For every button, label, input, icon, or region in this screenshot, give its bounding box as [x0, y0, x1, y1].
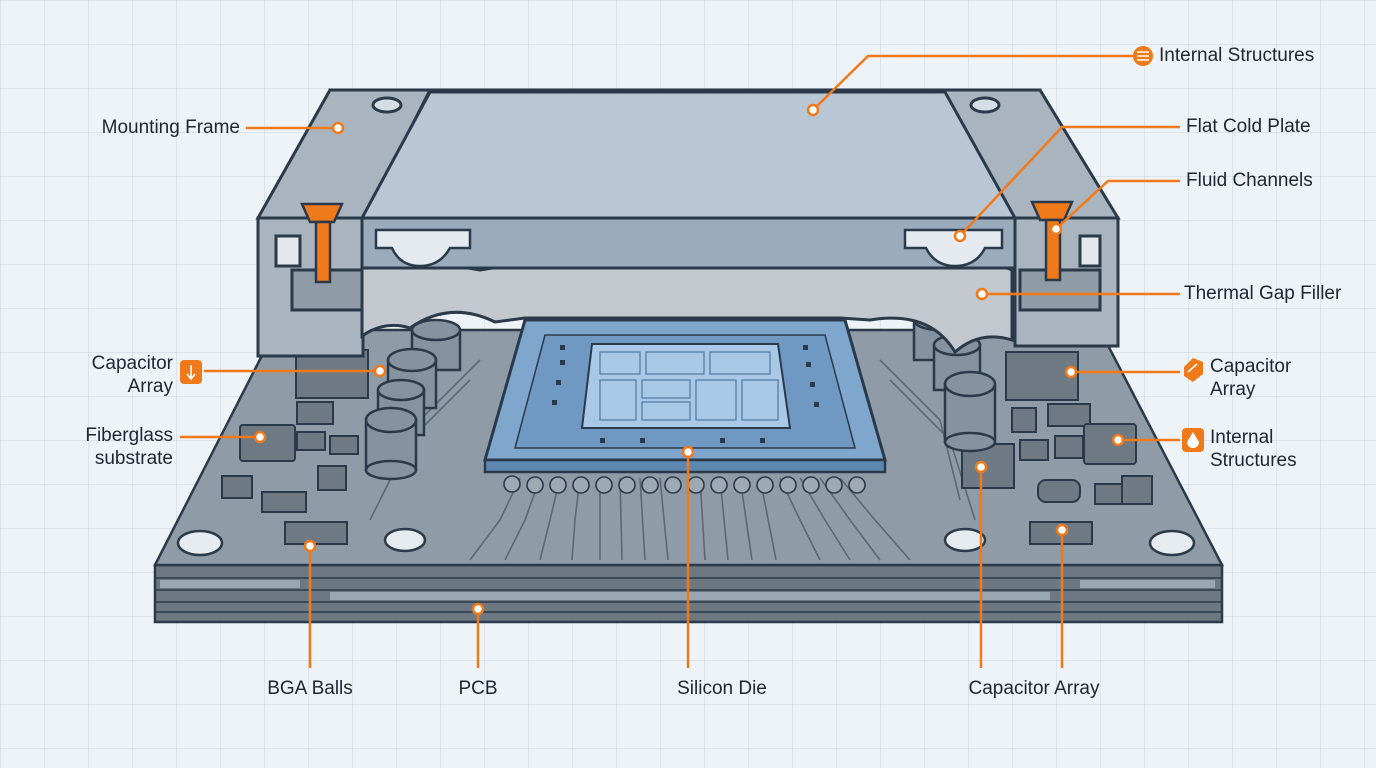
label-mounting-frame: Mounting Frame — [101, 117, 240, 138]
label-internal-structures-top: Internal Structures — [1159, 45, 1315, 66]
label-bga-balls: BGA Balls — [267, 678, 353, 699]
capacitors-left — [364, 318, 462, 481]
label-fluid-channels: Fluid Channels — [1186, 170, 1313, 191]
label-internal-structures-right: Internal Structures — [1210, 427, 1297, 471]
label-flat-cold-plate: Flat Cold Plate — [1186, 116, 1311, 137]
chip-package — [483, 318, 887, 494]
label-pcb: PCB — [458, 678, 498, 699]
label-silicon-die: Silicon Die — [677, 678, 767, 699]
sparkle-icon — [1133, 46, 1153, 66]
label-capacitor-array-right: Capacitor Array — [1210, 356, 1292, 400]
fluid-channels — [374, 228, 1004, 268]
leader-dots — [253, 103, 1125, 616]
label-capacitor-array-left: Capacitor Array — [91, 353, 173, 397]
plug-icon — [180, 360, 202, 384]
leader-lines — [180, 54, 1180, 668]
bga-balls — [503, 475, 866, 494]
label-capacitor-array-bottom: Capacitor Array — [968, 678, 1100, 699]
flat-cold-plate — [359, 90, 1018, 270]
shield-icon — [1184, 358, 1203, 382]
label-thermal-gap-filler: Thermal Gap Filler — [1184, 283, 1342, 304]
label-fiberglass-substrate: Fiberglass substrate — [85, 425, 173, 469]
drop-icon — [1182, 428, 1204, 452]
silicon-die — [580, 343, 792, 429]
